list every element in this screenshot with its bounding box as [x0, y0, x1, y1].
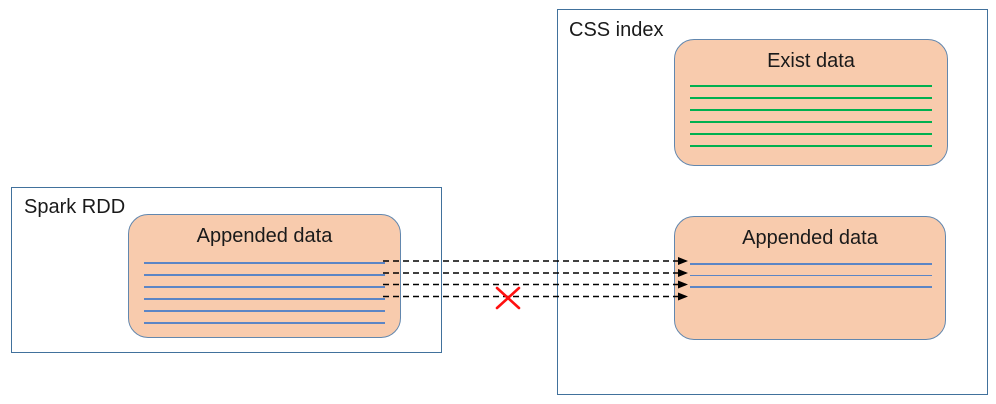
- data-line: [690, 286, 932, 288]
- data-line: [144, 262, 385, 264]
- data-line: [690, 109, 932, 111]
- data-line: [690, 97, 932, 99]
- data-line: [690, 133, 932, 135]
- spark-rdd-container: Spark RDD Appended data: [11, 187, 442, 353]
- spark-appended-data-title: Appended data: [196, 225, 333, 247]
- red-x-stroke: [495, 286, 521, 310]
- data-line: [144, 298, 385, 300]
- data-line: [690, 121, 932, 123]
- exist-data-box: Exist data: [674, 39, 948, 166]
- css-appended-data-title: Appended data: [742, 227, 878, 249]
- css-index-container: CSS index Exist data Appended data: [557, 9, 988, 395]
- spark-appended-data-lines: [144, 262, 385, 327]
- spark-appended-data-box: Appended data: [128, 214, 401, 338]
- exist-data-lines: [690, 85, 932, 150]
- data-line: [690, 274, 932, 276]
- data-line: [144, 310, 385, 312]
- red-x-icon: [495, 286, 521, 310]
- data-line: [690, 85, 932, 87]
- red-x-stroke: [495, 286, 521, 310]
- data-line: [690, 145, 932, 147]
- data-line: [144, 286, 385, 288]
- css-index-label: CSS index: [569, 19, 664, 41]
- data-line: [144, 274, 385, 276]
- css-appended-data-lines: [690, 263, 932, 293]
- spark-rdd-label: Spark RDD: [24, 196, 126, 218]
- data-line: [144, 322, 385, 324]
- exist-data-title: Exist data: [767, 50, 855, 72]
- data-line: [690, 263, 932, 265]
- css-appended-data-box: Appended data: [674, 216, 946, 340]
